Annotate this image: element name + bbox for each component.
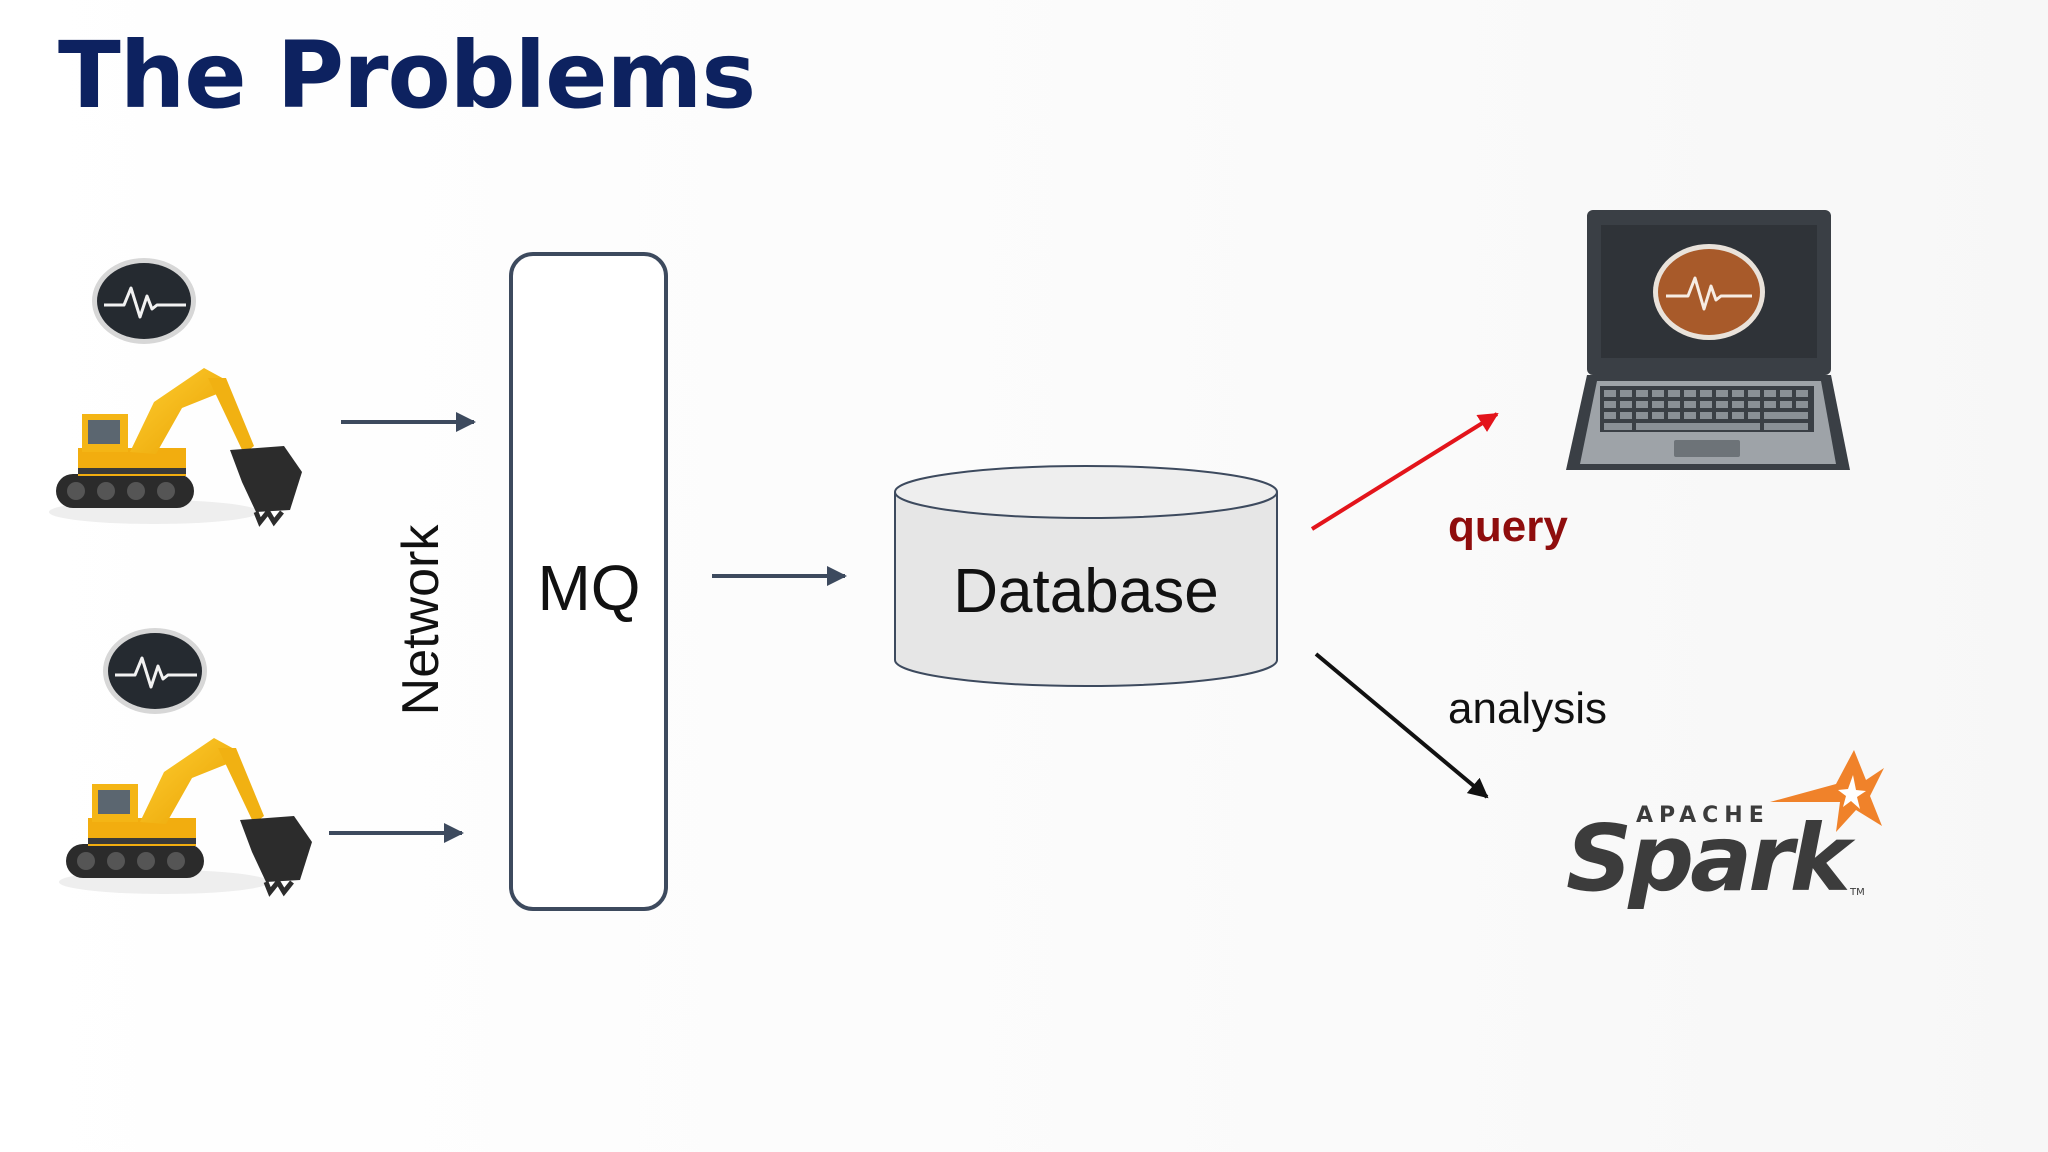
excavator-icon	[59, 738, 312, 897]
network-label: Network	[392, 524, 450, 716]
spark-apache-text: APACHE	[1636, 803, 1770, 828]
analysis-label: analysis	[1448, 684, 1607, 733]
query-arrow	[1310, 412, 1499, 531]
mq-label: MQ	[537, 552, 641, 624]
sensor-monitor-icon	[92, 258, 196, 344]
mq-box	[509, 252, 668, 911]
excavator-icon	[49, 368, 302, 527]
spark-wordmark-text: Spark	[1566, 805, 1856, 912]
database-cylinder	[894, 465, 1278, 687]
spark-tm-text: TM	[1849, 887, 1865, 898]
sensor-monitor-icon	[103, 628, 207, 714]
slide-title: The Problems	[58, 22, 756, 129]
laptop-icon	[1566, 210, 1850, 470]
query-label: query	[1448, 502, 1568, 551]
database-label: Database	[953, 557, 1219, 626]
apache-spark-logo: APACHE Spark TM	[1566, 750, 1884, 912]
analysis-arrow	[1314, 652, 1489, 799]
